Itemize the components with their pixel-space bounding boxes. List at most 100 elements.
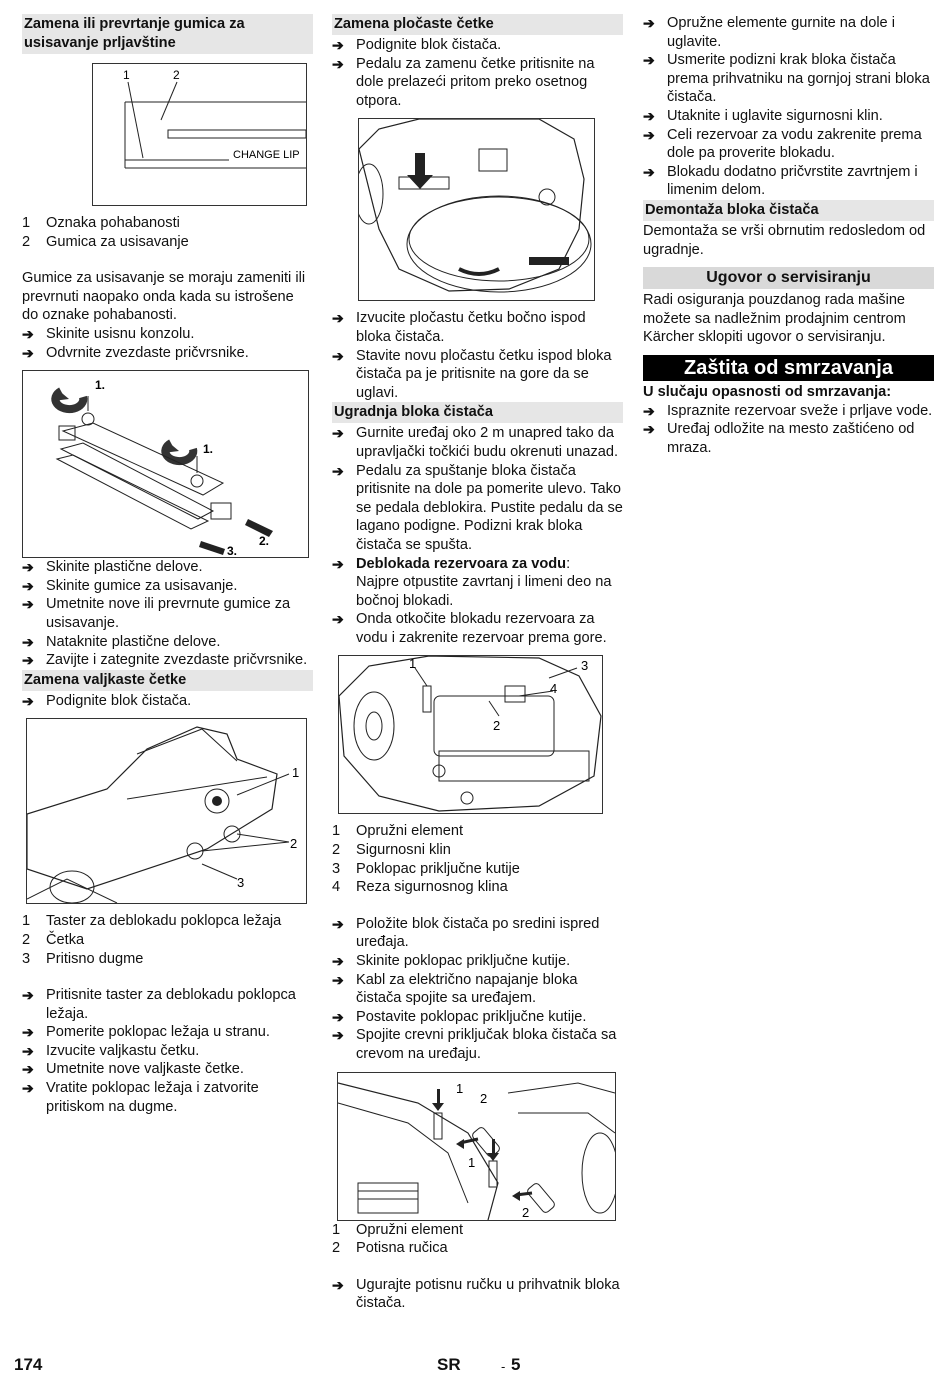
step-item: ➔Nataknite plastične delove. (22, 633, 221, 650)
arrow-right-icon: ➔ (332, 1027, 344, 1044)
step-item: ➔Utaknite i uglavite sigurnosni klin. (643, 107, 883, 124)
step-item: ➔Kabl za električno napajanje bloka čist… (332, 971, 578, 1007)
fig1-label-1: 1 (123, 68, 130, 82)
step-item: ➔Usmerite podizni krak bloka čistača pre… (643, 52, 930, 106)
step-item: ➔Pedalu za spuštanje bloka čistača priti… (332, 462, 623, 553)
svg-text:4: 4 (550, 681, 557, 696)
step-item: ➔Ugurajte potisnu ručku u prihvatnik blo… (332, 1276, 620, 1312)
squeegee-drawing: 1. 1. 2. 3. (51, 378, 273, 557)
svg-text:2: 2 (522, 1205, 529, 1220)
svg-text:1: 1 (292, 765, 299, 780)
arrow-right-icon: ➔ (22, 652, 34, 669)
step-item: ➔Umetnite nove ili prevrnute gumice za u… (22, 596, 291, 631)
svg-text:2.: 2. (259, 534, 269, 548)
column-2: Zamena pločaste četke ➔Podignite blok či… (332, 14, 623, 1313)
roller-brush-drawing: 1 2 3 (27, 726, 299, 904)
svg-text:3: 3 (237, 875, 244, 890)
water-tank-drawing: 1 3 4 2 (339, 656, 602, 813)
svg-text:1.: 1. (95, 378, 105, 392)
subheading-frost: U slučaju opasnosti od smrzavanja: (643, 383, 892, 400)
paragraph-lip-info: Gumice za usisavanje se moraju zameniti … (22, 270, 306, 324)
step-item: ➔Umetnite nove valjkaste četke. (22, 1061, 244, 1078)
figure-disc-brush (358, 118, 595, 302)
arrow-right-icon: ➔ (332, 953, 344, 970)
step-item: ➔Položite blok čistača po sredini ispred… (332, 915, 600, 951)
disc-brush-drawing (359, 119, 592, 293)
heading-disc-brush: Zamena pločaste četke (332, 14, 623, 35)
arrow-right-icon: ➔ (22, 1061, 34, 1078)
step-item: ➔Skinite usisnu konzolu. (22, 325, 195, 342)
svg-text:1: 1 (456, 1081, 463, 1096)
figure-push-handle: 1 2 1 2 (337, 1071, 616, 1221)
arrow-right-icon: ➔ (22, 596, 34, 613)
arrow-right-icon: ➔ (332, 310, 344, 327)
arrow-right-icon: ➔ (22, 987, 34, 1004)
arrow-right-icon: ➔ (22, 344, 34, 361)
arrow-right-icon: ➔ (643, 163, 655, 180)
step-item-tank-unlock: ➔Deblokada rezervoara za vodu:Najpre otp… (332, 555, 612, 609)
arrow-right-icon: ➔ (332, 37, 344, 53)
svg-text:2: 2 (480, 1091, 487, 1106)
step-item: ➔Pomerite poklopac ležaja u stranu. (22, 1024, 270, 1041)
arrow-right-icon: ➔ (332, 1008, 344, 1025)
step-item: ➔Gurnite uređaj oko 2 m unapred tako da … (332, 425, 619, 460)
svg-text:2: 2 (493, 718, 500, 733)
arrow-right-icon: ➔ (22, 1024, 34, 1041)
heading-remove-block: Demontaža bloka čistača (643, 199, 934, 221)
step-item: ➔Podignite blok čistača. (332, 37, 502, 53)
column-1: Zamena ili prevrtanje gumica za usisavan… (22, 14, 313, 1116)
figure-squeegee-exploded: 1. 1. 2. 3. (22, 370, 309, 559)
push-handle-drawing: 1 2 1 2 (338, 1081, 615, 1220)
step-item: ➔Onda otkočite blokadu rezervoara za vod… (332, 611, 607, 646)
step-item: ➔Opružne elemente gurnite na dole i ugla… (643, 15, 895, 50)
figure-water-tank: 1 3 4 2 (338, 655, 603, 815)
fig1-label-2: 2 (173, 68, 180, 82)
svg-text:2: 2 (290, 836, 297, 851)
step-item: ➔Skinite plastične delove. (22, 559, 203, 576)
step-item: ➔Vratite poklopac ležaja i zatvorite pri… (22, 1080, 259, 1115)
step-item: ➔Izvucite valjkastu četku. (22, 1042, 200, 1059)
arrow-right-icon: ➔ (332, 915, 344, 932)
step-item: ➔Zavijte i zategnite zvezdaste pričvrsni… (22, 652, 308, 669)
wear-mark-drawing: 1 2 CHANGE LIP (123, 68, 306, 169)
arrow-right-icon: ➔ (332, 347, 344, 364)
language-code: SR (437, 1355, 461, 1374)
arrow-right-icon: ➔ (22, 577, 34, 594)
arrow-right-icon: ➔ (643, 107, 655, 124)
step-item: ➔Podignite blok čistača. (22, 692, 192, 709)
arrow-right-icon: ➔ (332, 555, 344, 572)
heading-roller-brush: Zamena valjkaste četke (22, 669, 313, 691)
step-item: ➔Odvrnite zvezdaste pričvrsnike. (22, 344, 249, 361)
footer-dash: - (501, 1359, 506, 1374)
step-item: ➔Celi rezervoar za vodu zakrenite prema … (643, 126, 922, 162)
step-item: ➔Skinite gumice za usisavanje. (22, 577, 238, 594)
arrow-right-icon: ➔ (643, 402, 655, 419)
page-number: 174 (14, 1355, 43, 1374)
step-item: ➔Izvucite pločastu četku bočno ispod blo… (332, 310, 586, 345)
arrow-right-icon: ➔ (332, 55, 344, 72)
arrow-right-icon: ➔ (332, 425, 344, 442)
paragraph-remove-info: Demontaža se vrši obrnutim redosledom od… (643, 222, 926, 258)
svg-text:3.: 3. (227, 544, 237, 557)
svg-text:1: 1 (468, 1155, 475, 1170)
arrow-right-icon: ➔ (22, 559, 34, 576)
arrow-right-icon: ➔ (332, 971, 344, 988)
heading-frost-protection: Zaštita od smrzavanja (643, 354, 934, 381)
figure-wear-mark: 1 2 CHANGE LIP (92, 63, 307, 206)
step-item: ➔Blokadu dodatno pričvrstite zavrtnjem i… (643, 163, 918, 199)
arrow-right-icon: ➔ (332, 611, 344, 628)
arrow-right-icon: ➔ (22, 1042, 34, 1059)
change-lip-text: CHANGE LIP (233, 149, 300, 161)
step-item: ➔Spojite crevni priključak bloka čistača… (332, 1027, 617, 1062)
step-item: ➔Uređaj odložite na mesto zaštićeno od m… (643, 421, 915, 456)
arrow-right-icon: ➔ (643, 126, 655, 143)
heading-service-contract: Ugovor o servisiranju (643, 267, 934, 290)
arrow-right-icon: ➔ (643, 421, 655, 438)
arrow-right-icon: ➔ (643, 52, 655, 69)
arrow-right-icon: ➔ (332, 1276, 344, 1293)
